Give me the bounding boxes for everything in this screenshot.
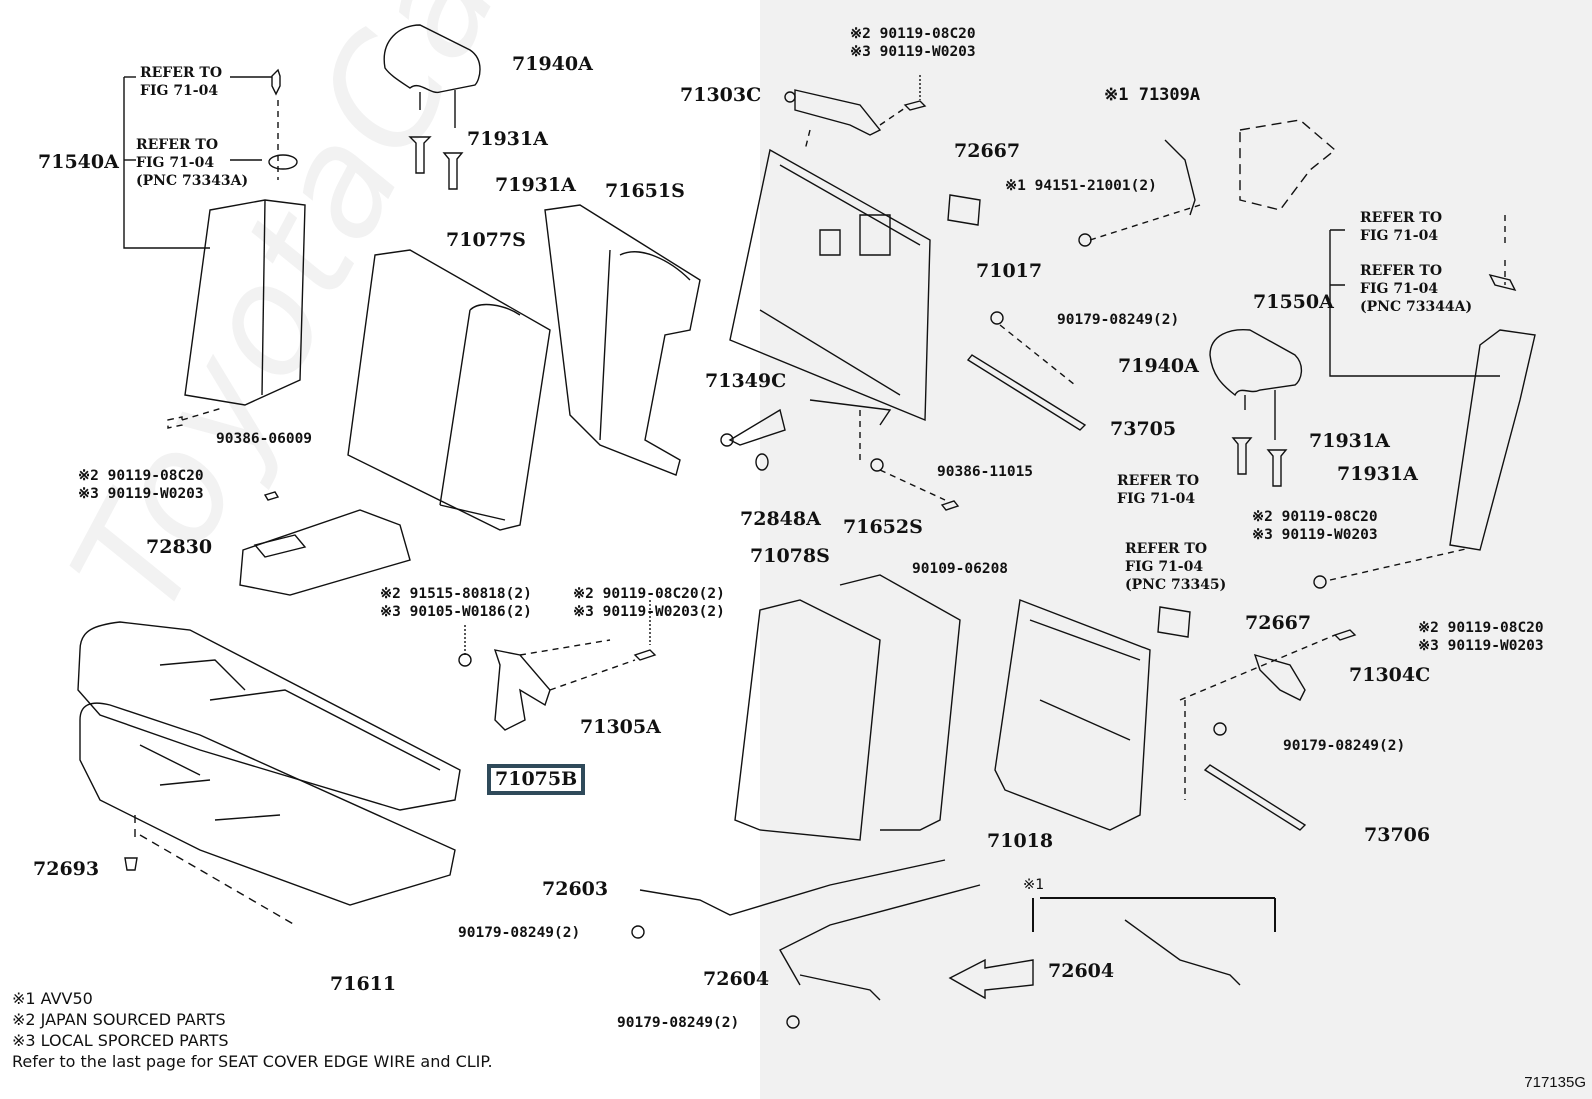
part-label-94151[interactable]: ※1 94151-21001(2) — [1005, 178, 1157, 194]
side-trim-right — [1313, 215, 1536, 589]
part-label-71304c[interactable]: 71304C — [1349, 664, 1431, 686]
refer-note: REFER TO FIG 71-04 (PNC 73344A) — [1360, 263, 1473, 315]
armrest-72830 — [239, 491, 411, 596]
refer-note: REFER TO FIG 71-04 — [1117, 473, 1200, 507]
legend-item: ※3 LOCAL SPORCED PARTS — [12, 1031, 229, 1050]
headrest-right — [1209, 328, 1303, 487]
hinge-71305a — [458, 600, 657, 731]
rail-73705 — [966, 311, 1087, 431]
bracket-71303c — [784, 75, 927, 151]
part-label-90386-11015[interactable]: 90386-11015 — [937, 464, 1034, 480]
part-label-71309a[interactable]: ※1 71309A — [1104, 85, 1201, 105]
part-label-71018[interactable]: 71018 — [987, 830, 1054, 852]
release-cables — [631, 859, 1276, 1029]
refer-note: REFER TO FIG 71-04 (PNC 73343A) — [136, 137, 249, 189]
part-label-71303c[interactable]: 71303C — [680, 84, 762, 106]
part-label-72848a[interactable]: 72848A — [740, 508, 821, 530]
seatback-frame-71017 — [729, 148, 931, 426]
part-label-71652s[interactable]: 71652S — [843, 516, 923, 538]
part-label-71931a[interactable]: 71931A — [1309, 430, 1390, 452]
part-label-bolt[interactable]: ※2 90119-08C20 ※3 90119-W0203 — [850, 26, 976, 60]
clip-72667-top — [947, 194, 981, 226]
part-label-71305a[interactable]: 71305A — [580, 716, 661, 738]
part-label-nut[interactable]: 90179-08249(2) — [1057, 312, 1180, 328]
refer-note: REFER TO FIG 71-04 (PNC 73345) — [1125, 541, 1227, 593]
part-label-bolt[interactable]: ※2 90119-08C20 ※3 90119-W0203 — [1418, 620, 1544, 654]
part-label-90109-06208[interactable]: 90109-06208 — [912, 561, 1009, 577]
part-label-bolt[interactable]: ※2 91515-80818(2) ※3 90105-W0186(2) — [380, 586, 532, 620]
part-label-71651s[interactable]: 71651S — [605, 180, 685, 202]
part-label-71931a[interactable]: 71931A — [1337, 463, 1418, 485]
seatback-frame-71018 — [994, 599, 1191, 831]
part-label-71540a[interactable]: 71540A — [38, 151, 119, 173]
part-label-71075b-highlighted[interactable]: 71075B — [487, 764, 586, 795]
shaded-panel — [760, 0, 1592, 1099]
part-label-71550a[interactable]: 71550A — [1253, 291, 1334, 313]
part-label-72693[interactable]: 72693 — [33, 858, 100, 880]
part-label-bolt[interactable]: ※2 90119-08C20(2) ※3 90119-W0203(2) — [573, 586, 725, 620]
avv50-marker: ※1 — [1023, 877, 1044, 893]
legend-note: Refer to the last page for SEAT COVER ED… — [12, 1052, 493, 1071]
seatback-71077s — [347, 249, 551, 531]
side-trim-left — [123, 68, 306, 429]
part-label-72604[interactable]: 72604 — [703, 968, 770, 990]
part-label-71017[interactable]: 71017 — [976, 260, 1043, 282]
footnote-legend: ※1 AVV50 ※2 JAPAN SOURCED PARTS ※3 LOCAL… — [12, 988, 493, 1072]
part-label-nut[interactable]: 90179-08249(2) — [458, 925, 581, 941]
part-label-nut[interactable]: 90179-08249(2) — [1283, 738, 1406, 754]
part-label-bolt[interactable]: ※2 90119-08C20 ※3 90119-W0203 — [78, 468, 204, 502]
part-label-72830[interactable]: 72830 — [146, 536, 213, 558]
seat-cushion — [77, 621, 461, 926]
part-label-72667[interactable]: 72667 — [954, 140, 1021, 162]
part-label-73705[interactable]: 73705 — [1110, 418, 1177, 440]
bracket-71304c — [1179, 629, 1357, 800]
lock-71309a — [1078, 119, 1337, 247]
part-label-nut[interactable]: 90179-08249(2) — [617, 1015, 740, 1031]
seatback-71078s — [734, 574, 961, 841]
rail-73706 — [1203, 722, 1307, 831]
part-label-71077s[interactable]: 71077S — [446, 229, 526, 251]
part-label-bolt[interactable]: ※2 90119-08C20 ※3 90119-W0203 — [1252, 509, 1378, 543]
part-label-71931a[interactable]: 71931A — [467, 128, 548, 150]
part-label-71349c[interactable]: 71349C — [705, 370, 787, 392]
part-label-71078s[interactable]: 71078S — [750, 545, 830, 567]
refer-note: REFER TO FIG 71-04 — [1360, 210, 1443, 244]
cover-71349c — [720, 408, 960, 511]
figure-number: 717135G — [1524, 1074, 1586, 1091]
part-label-71611[interactable]: 71611 — [330, 973, 397, 995]
part-label-71931a[interactable]: 71931A — [495, 174, 576, 196]
legend-item: ※1 AVV50 — [12, 989, 93, 1008]
headrest-left — [383, 24, 481, 190]
part-label-72603[interactable]: 72603 — [542, 878, 609, 900]
part-label-71940a[interactable]: 71940A — [1118, 355, 1199, 377]
seatback-71651s — [544, 204, 701, 476]
refer-note: REFER TO FIG 71-04 — [140, 65, 223, 99]
part-label-72667[interactable]: 72667 — [1245, 612, 1312, 634]
legend-item: ※2 JAPAN SOURCED PARTS — [12, 1010, 226, 1029]
part-label-72604-inset[interactable]: 72604 — [1048, 960, 1115, 982]
part-label-71940a[interactable]: 71940A — [512, 53, 593, 75]
part-label-73706[interactable]: 73706 — [1364, 824, 1431, 846]
part-label-90386-06009[interactable]: 90386-06009 — [216, 431, 313, 447]
